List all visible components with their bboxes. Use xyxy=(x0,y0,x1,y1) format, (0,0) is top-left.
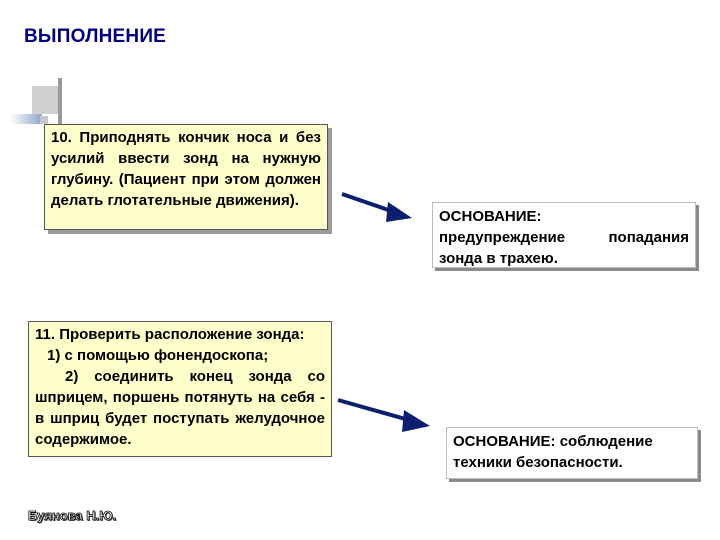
decorative-square xyxy=(32,86,62,114)
basis-1-text: предупреждение попадания зонда в трахею. xyxy=(439,229,689,267)
arrow-right-icon xyxy=(337,398,430,432)
decorative-small-square xyxy=(40,116,48,124)
step-11-item-1: 1) с помощью фонендоскопа; xyxy=(47,347,269,364)
decorative-gradient-bar xyxy=(10,114,42,124)
basis-1-note: ОСНОВАНИЕ: предупреждение попадания зонд… xyxy=(432,202,696,268)
basis-2-text: соблюдение техники безопасности. xyxy=(453,433,653,471)
basis-2-label: ОСНОВАНИЕ: xyxy=(453,433,560,450)
page-title: ВЫПОЛНЕНИЕ xyxy=(24,26,167,47)
step-11-item-2: 2) соединить конец зонда со шприцем, пор… xyxy=(35,368,325,448)
arrow-right-icon xyxy=(341,192,412,222)
author-signature: Буянова Н.Ю. xyxy=(28,508,117,524)
step-11-heading: 11. Проверить расположение зонда: xyxy=(35,326,305,343)
basis-1-label: ОСНОВАНИЕ: xyxy=(439,208,542,225)
step-11-box: 11. Проверить расположение зонда: 1) с п… xyxy=(28,321,332,457)
decorative-vertical-line xyxy=(58,78,62,128)
step-10-box: 10. Приподнять кончик носа и без усилий … xyxy=(44,124,328,230)
basis-2-note: ОСНОВАНИЕ: соблюдение техники безопаснос… xyxy=(446,427,698,479)
step-10-text: 10. Приподнять кончик носа и без усилий … xyxy=(51,129,321,209)
